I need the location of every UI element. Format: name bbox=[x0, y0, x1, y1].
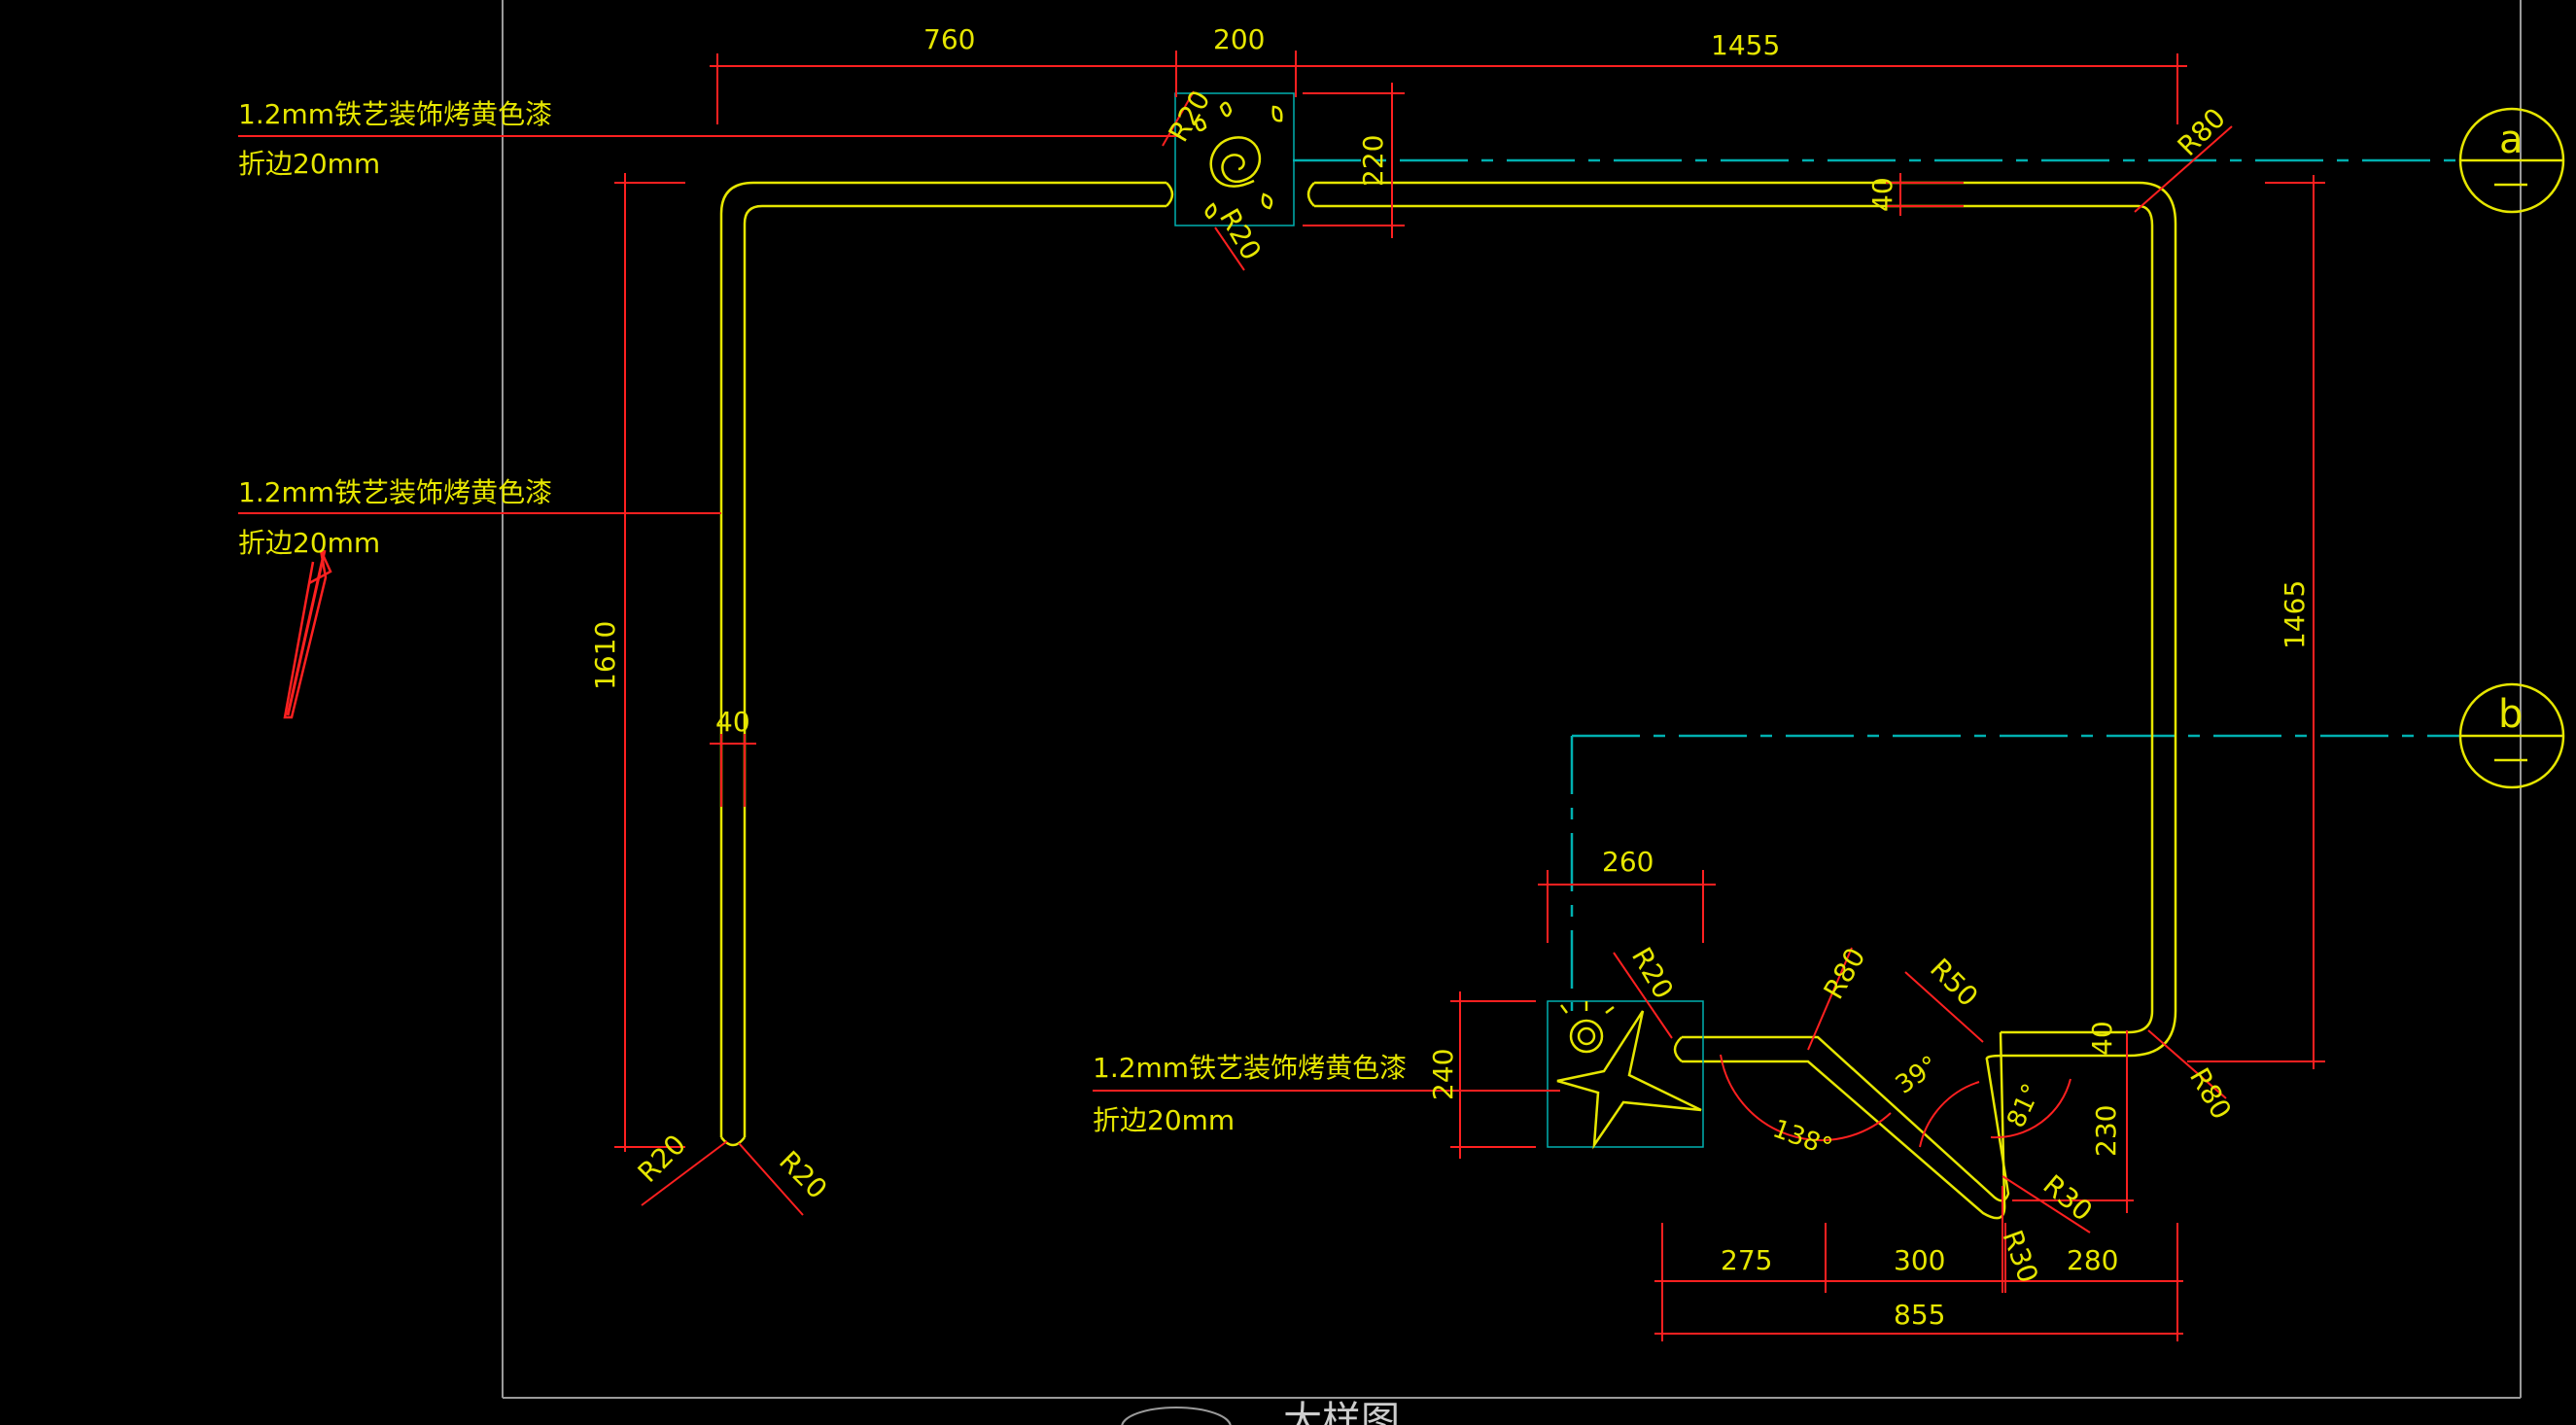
dim-top-bar-thickness: 40 bbox=[1866, 177, 1898, 212]
note-1-line-1: 1.2mm铁艺装饰烤黄色漆 bbox=[238, 98, 552, 130]
dim-left-bar-thickness: 40 bbox=[715, 706, 750, 738]
note-2-line-2: 折边20mm bbox=[238, 527, 380, 559]
radius-bottom-r30-a: R30 bbox=[2037, 1168, 2099, 1228]
dim-right-height: 1465 bbox=[2279, 580, 2311, 649]
radius-bottom-r50: R50 bbox=[1924, 953, 1984, 1013]
red-arrow-annotation-icon bbox=[283, 549, 332, 719]
dimension-lines bbox=[238, 51, 2325, 1341]
dim-top-left: 760 bbox=[923, 23, 975, 55]
dim-top-ornament-width: 200 bbox=[1213, 23, 1265, 55]
dim-left-height: 1610 bbox=[589, 621, 621, 690]
iron-bar-outline bbox=[719, 181, 2177, 1220]
radius-left-bottom-r20-b: R20 bbox=[773, 1145, 833, 1205]
dim-right-bar-thickness: 40 bbox=[2086, 1021, 2118, 1056]
dim-top-ornament-height: 220 bbox=[1357, 135, 1389, 187]
dim-bottom-seg-3: 280 bbox=[2067, 1244, 2118, 1276]
angle-138: 138° bbox=[1769, 1114, 1836, 1163]
dim-bottom-total: 855 bbox=[1894, 1299, 1945, 1331]
dim-top-right: 1455 bbox=[1711, 29, 1780, 61]
drawing-frame bbox=[502, 0, 2522, 1399]
grid-bubble-a: a bbox=[2458, 107, 2565, 214]
dim-bottom-ornament-width: 260 bbox=[1602, 846, 1654, 878]
drawing-title-block: 大样图 bbox=[1121, 1399, 1400, 1425]
axis-line-b bbox=[1570, 734, 2459, 1011]
radius-top-r20-a: R20 bbox=[1162, 85, 1216, 147]
grid-label-a: a bbox=[2499, 118, 2524, 162]
note-2-line-1: 1.2mm铁艺装饰烤黄色漆 bbox=[238, 476, 552, 508]
radius-bottom-r80-b: R80 bbox=[2183, 1062, 2238, 1125]
note-1-line-2: 折边20mm bbox=[238, 148, 380, 180]
note-3-line-2: 折边20mm bbox=[1093, 1104, 1235, 1136]
sun-star-ornament-icon bbox=[1547, 1000, 1704, 1150]
angle-81: 81° bbox=[2002, 1080, 2047, 1132]
radius-left-bottom-r20-a: R20 bbox=[632, 1129, 692, 1189]
dim-bottom-rise: 230 bbox=[2090, 1105, 2122, 1157]
dim-bottom-seg-1: 275 bbox=[1721, 1244, 1772, 1276]
angle-39: 39° bbox=[1891, 1051, 1944, 1100]
radius-bottom-r20: R20 bbox=[1625, 942, 1680, 1004]
dim-bottom-ornament-height: 240 bbox=[1427, 1049, 1459, 1100]
note-3-line-1: 1.2mm铁艺装饰烤黄色漆 bbox=[1093, 1052, 1407, 1084]
radius-top-r20-b: R20 bbox=[1213, 203, 1268, 265]
grid-label-b: b bbox=[2498, 692, 2523, 737]
radius-bottom-r80-a: R80 bbox=[1817, 942, 1871, 1004]
dim-bottom-seg-2: 300 bbox=[1894, 1244, 1945, 1276]
drawing-title: 大样图 bbox=[1283, 1399, 1400, 1425]
radius-top-right-r80: R80 bbox=[2172, 102, 2232, 162]
grid-bubble-b: b bbox=[2458, 682, 2565, 789]
spiral-ornament-icon bbox=[1174, 92, 1295, 226]
